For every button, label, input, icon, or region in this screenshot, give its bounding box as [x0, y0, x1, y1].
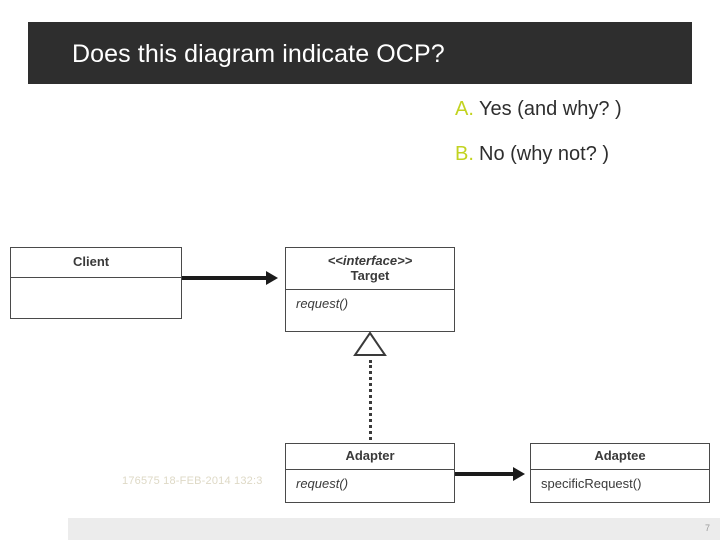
class-divider [286, 468, 454, 470]
title-banner [28, 22, 692, 84]
class-operation-adaptee: specificRequest() [541, 475, 642, 491]
watermark-text: 176575 18-FEB-2014 132:3 [122, 475, 263, 487]
uml-class-client: Client [10, 247, 182, 319]
association-arrow-client-target [182, 276, 266, 280]
uml-class-target: <<interface>> Target request() [285, 247, 455, 332]
class-divider [531, 468, 709, 470]
association-arrow-adapter-adaptee [455, 472, 513, 476]
arrow-head-icon [513, 467, 525, 481]
class-name-adapter: Adapter [345, 448, 395, 463]
class-operation-target: request() [296, 295, 349, 311]
page-number: 7 [704, 523, 710, 533]
arrow-head-icon [266, 271, 278, 285]
option-marker: B. [455, 143, 474, 165]
list-item: A. Yes (and why? ) [455, 98, 705, 121]
class-operation-adapter: request() [296, 475, 349, 491]
class-divider [286, 288, 454, 290]
footer-bar [68, 518, 720, 540]
uml-class-adaptee: Adaptee specificRequest() [530, 443, 710, 503]
answer-options-list: A. Yes (and why? ) B. No (why not? ) [455, 98, 705, 188]
list-item: B. No (why not? ) [455, 143, 705, 166]
stereotype-label: <<interface>> [327, 253, 413, 268]
option-marker: A. [455, 98, 474, 120]
class-name-adaptee: Adaptee [594, 448, 646, 463]
page-title: Does this diagram indicate OCP? [72, 40, 445, 68]
realization-dotted-line [369, 360, 372, 440]
option-label: Yes (and why? ) [479, 98, 622, 120]
class-divider [11, 276, 181, 278]
class-name-target: <<interface>> Target [286, 248, 454, 289]
class-name-client: Client [73, 254, 110, 269]
realization-triangle-icon [353, 331, 387, 356]
uml-class-diagram: Client <<interface>> Target request() Ad… [0, 230, 720, 520]
uml-class-adapter: Adapter request() [285, 443, 455, 503]
option-label: No (why not? ) [479, 143, 610, 165]
class-title: Target [350, 267, 390, 283]
